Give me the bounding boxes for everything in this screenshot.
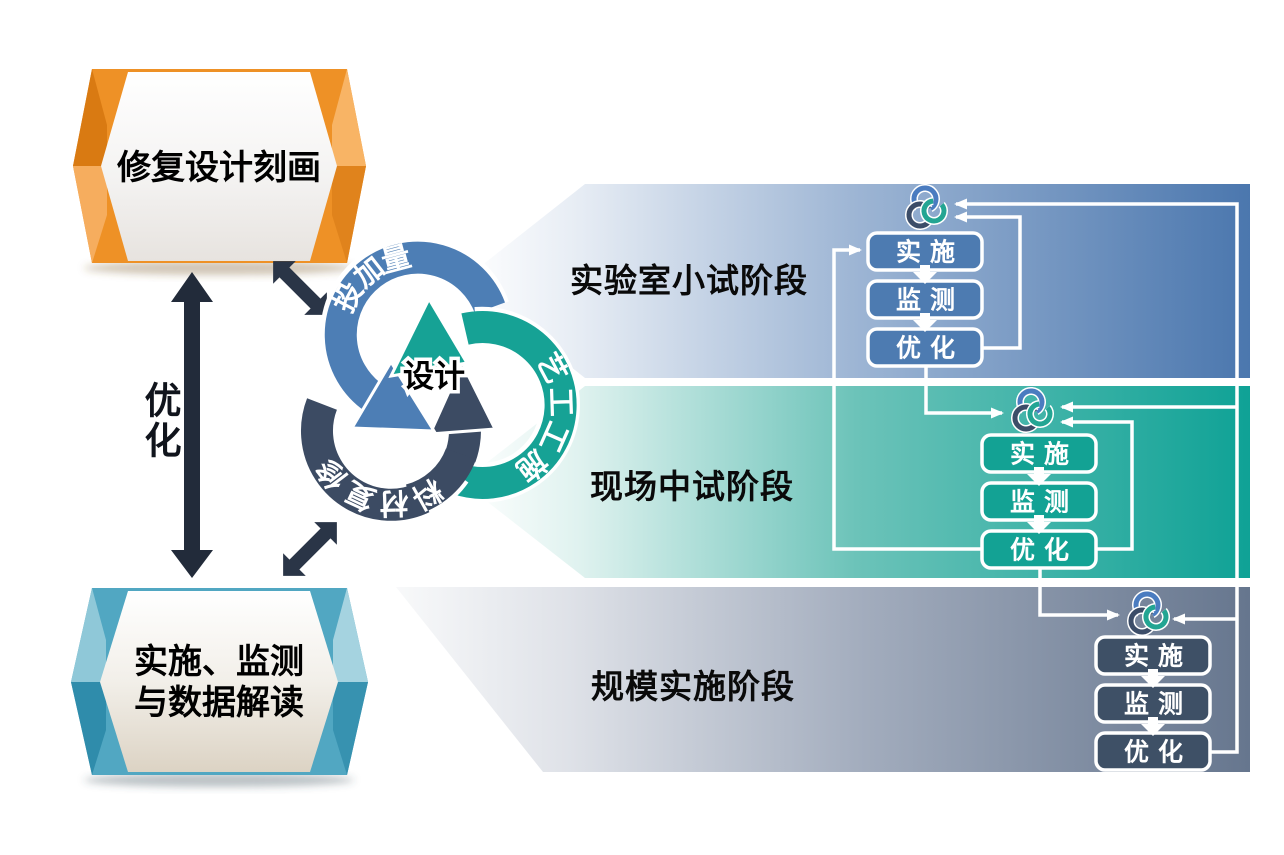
cycle-center-label: 设计	[403, 359, 465, 395]
banner-design: 修复设计刻画	[73, 69, 366, 263]
connector-scale-feedback-main	[954, 198, 1239, 754]
connector-pilot-optimize-to-lab-implement	[832, 244, 982, 551]
banner-design-label: 修复设计刻画	[116, 148, 321, 188]
svg-text:工: 工	[544, 387, 579, 417]
stage-label-lab: 实验室小试阶段	[570, 261, 808, 300]
connector-lab-to-pilot	[924, 367, 1004, 419]
connector-pilot-to-scale	[1038, 567, 1120, 621]
banner-implement-line2: 与数据解读	[134, 683, 304, 723]
loop-cycle-icon	[1011, 387, 1054, 433]
stage-label-pilot: 现场中试阶段	[590, 467, 794, 506]
step-label-implement: 实施	[896, 238, 964, 267]
loop-cycle-icon	[1127, 590, 1170, 636]
step-label-optimize: 优化	[1124, 738, 1192, 767]
banner-implement-line1: 实施、监测	[134, 642, 304, 682]
link-arrow-bottom	[283, 522, 337, 576]
flow-connectors	[832, 198, 1239, 754]
banner-implement-monitor: 实施、监测 与数据解读	[71, 588, 368, 775]
step-label-monitor: 监测	[896, 286, 964, 315]
flowchart-stage-lab: 实施 监测 优化	[866, 231, 984, 368]
connector-lab-feedback	[954, 211, 1022, 350]
flowchart-stage-scale: 实施 监测 优化	[1094, 635, 1212, 772]
connector-pilot-feedback	[1060, 416, 1134, 551]
step-label-implement: 实施	[1010, 440, 1078, 469]
flowchart-stage-pilot: 实施 监测 优化	[980, 433, 1098, 570]
link-arrow-top	[273, 261, 327, 315]
svg-text:材: 材	[379, 486, 409, 521]
step-label-implement: 实施	[1124, 642, 1192, 671]
band-stage-scale	[396, 587, 1250, 772]
optimize-label-char1: 优	[145, 380, 182, 423]
design-cycle: 投 加 量 施 工 工 艺 修 复 材 料 设计	[296, 236, 580, 526]
band-stage-lab	[462, 184, 1250, 378]
step-label-optimize: 优化	[1010, 536, 1078, 565]
step-label-monitor: 监测	[1124, 690, 1192, 719]
optimize-label-char2: 化	[145, 420, 182, 463]
optimize-double-arrow: 优 化	[145, 272, 213, 578]
step-label-monitor: 监测	[1010, 488, 1078, 517]
loop-cycle-icon	[905, 184, 948, 230]
step-label-optimize: 优化	[896, 334, 964, 363]
stage-label-scale: 规模实施阶段	[591, 667, 795, 706]
